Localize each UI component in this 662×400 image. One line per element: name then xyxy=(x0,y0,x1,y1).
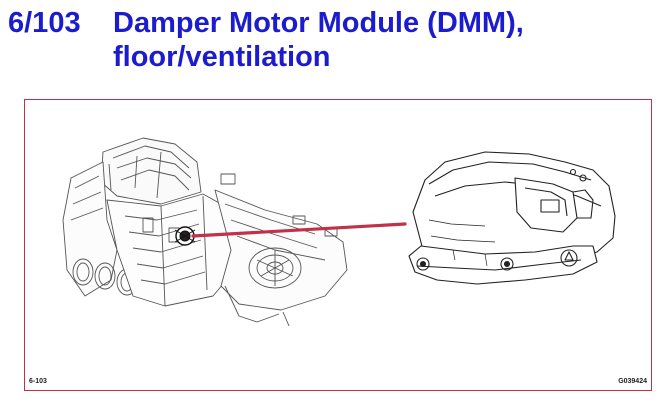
section-title-line-2: floor/ventilation xyxy=(113,41,331,73)
mounting-screw-left xyxy=(416,257,430,271)
figure-frame: 6-103 G039424 xyxy=(24,99,652,391)
dmm-connector xyxy=(514,177,578,233)
duct-port-1 xyxy=(72,258,94,286)
duct-port-2 xyxy=(94,262,116,290)
section-number: 6/103 xyxy=(8,7,81,39)
dmm-mounting-flange xyxy=(408,245,598,285)
figure-code-right: G039424 xyxy=(618,378,647,385)
mounting-screw-right xyxy=(560,249,578,267)
section-title-line-1: Damper Motor Module (DMM), xyxy=(113,7,524,39)
housing-top-cover xyxy=(100,137,202,205)
hvac-housing-drawing xyxy=(62,137,348,327)
technical-illustration xyxy=(62,137,616,327)
mounting-screw-middle xyxy=(500,257,514,271)
heading: 6/103 Damper Motor Module (DMM), floor/v… xyxy=(0,0,662,86)
blower-housing xyxy=(214,189,348,311)
blower-wheel xyxy=(248,247,302,289)
dmm-enlarged-drawing xyxy=(408,151,616,285)
figure-code-left: 6-103 xyxy=(29,378,47,385)
housing-main-body xyxy=(106,193,240,307)
leader-line xyxy=(191,222,407,238)
